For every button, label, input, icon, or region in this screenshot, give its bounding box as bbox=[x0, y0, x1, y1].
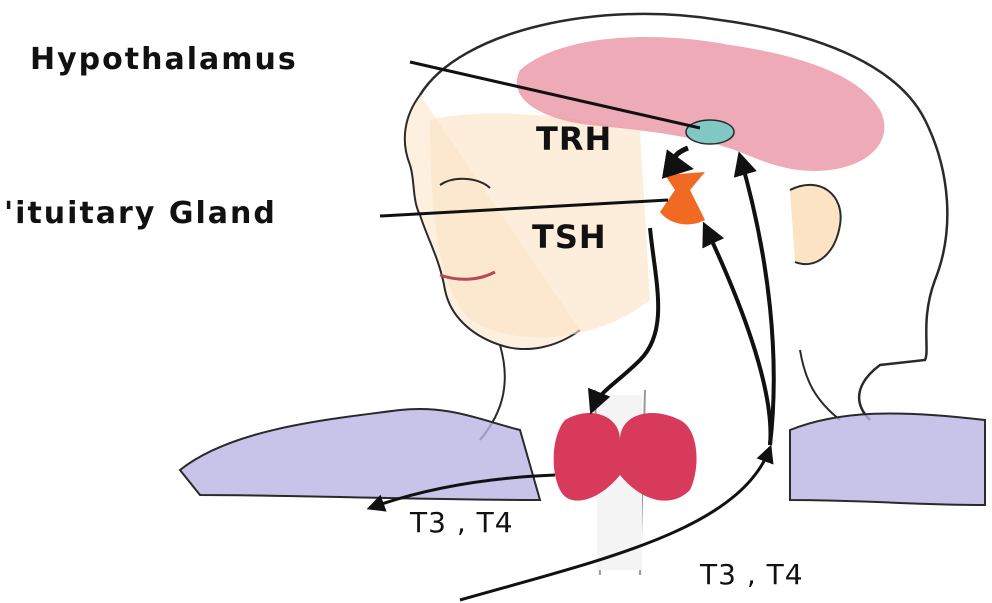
t3-text: T3 bbox=[410, 506, 447, 539]
t-separator: , bbox=[447, 506, 477, 539]
hypothalamus-organ bbox=[686, 120, 734, 144]
t3-t4-label-body: T3 , T4 bbox=[410, 506, 514, 539]
pituitary-organ bbox=[660, 172, 705, 224]
feedback-arrow-pituitary bbox=[705, 226, 770, 445]
right-shoulder bbox=[790, 413, 985, 505]
t4-text: T4 bbox=[477, 506, 514, 539]
t3-text: T3 bbox=[700, 558, 737, 591]
left-shoulder bbox=[180, 409, 540, 500]
trh-arrow bbox=[675, 148, 689, 168]
tsh-label: TSH bbox=[532, 218, 607, 256]
hypothalamus-label: Hypothalamus bbox=[30, 42, 298, 77]
ear bbox=[790, 185, 841, 264]
t-separator: , bbox=[737, 558, 767, 591]
trh-label: TRH bbox=[536, 120, 612, 158]
t3-t4-label-feedback: T3 , T4 bbox=[700, 558, 804, 591]
t4-text: T4 bbox=[767, 558, 804, 591]
neck-right bbox=[800, 350, 840, 420]
pituitary-gland-label: 'ituitary Gland bbox=[4, 196, 277, 231]
